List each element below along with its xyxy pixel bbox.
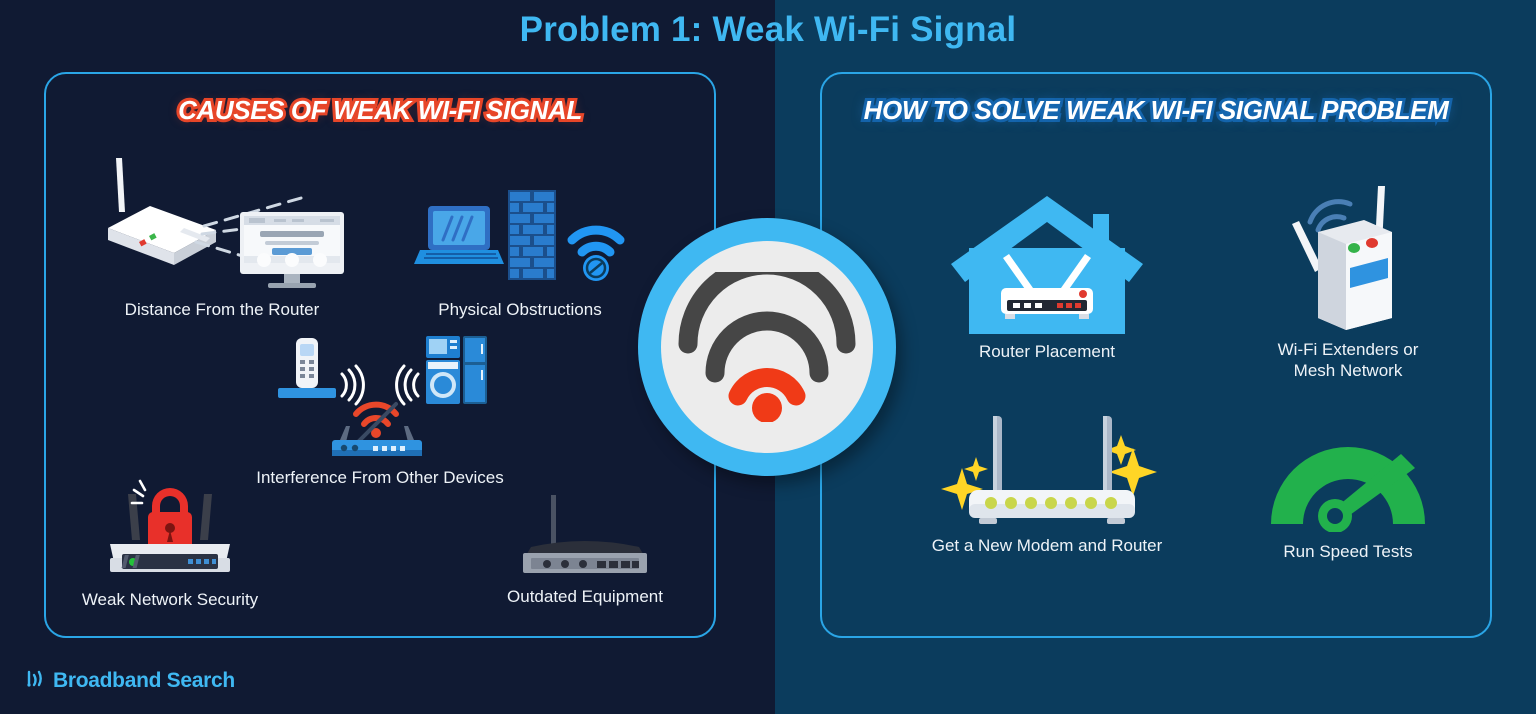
cause-label-weak-network-security: Weak Network Security	[81, 590, 259, 609]
broadband-search-logo[interactable]: Broadband Search	[26, 668, 235, 693]
broadband-search-logo-text: Broadband Search	[53, 668, 235, 692]
cause-item-weak-network-security: Weak Network Security	[70, 466, 270, 610]
wifi-extender-icon	[1248, 180, 1448, 337]
laptop-brickwall-blocked-wifi-icon	[410, 188, 630, 293]
phone-router-appliances-icon	[240, 330, 520, 463]
cause-item-distance-from-router: Distance From the Router	[72, 150, 372, 320]
cause-label-physical-obstructions: Physical Obstructions	[438, 300, 602, 319]
solution-label-wifi-extenders: Wi-Fi Extenders or Mesh Network	[1277, 340, 1419, 381]
speedometer-gauge-icon	[1258, 424, 1438, 537]
solution-item-new-modem-router: Get a New Modem and Router	[920, 404, 1174, 556]
old-router-icon	[485, 495, 685, 580]
cause-item-physical-obstructions: Physical Obstructions	[410, 188, 630, 320]
cause-item-outdated-equipment: Outdated Equipment	[485, 495, 685, 607]
solution-label-run-speed-tests: Run Speed Tests	[1283, 542, 1413, 561]
broken-padlock-router-icon	[70, 466, 270, 581]
solution-item-run-speed-tests: Run Speed Tests	[1258, 424, 1438, 562]
weak-wifi-signal-badge	[638, 218, 896, 476]
cause-label-interference: Interference From Other Devices	[256, 468, 504, 487]
cause-item-interference: Interference From Other Devices	[240, 330, 520, 488]
cause-label-outdated-equipment: Outdated Equipment	[507, 587, 663, 606]
solutions-heading: HOW TO SOLVE WEAK WI-FI SIGNAL PROBLEM	[861, 92, 1452, 128]
house-with-router-icon	[946, 192, 1148, 339]
broadband-search-wifi-logo-icon	[26, 668, 48, 693]
solution-item-wifi-extenders: Wi-Fi Extenders or Mesh Network	[1248, 180, 1448, 382]
new-router-sparkles-icon	[920, 404, 1174, 531]
solution-label-router-placement: Router Placement	[978, 342, 1116, 361]
cause-label-distance-from-router: Distance From the Router	[124, 300, 320, 319]
solution-item-router-placement: Router Placement	[946, 192, 1148, 362]
router-to-monitor-icon	[72, 150, 372, 295]
page-title: Problem 1: Weak Wi-Fi Signal	[519, 10, 1017, 49]
solution-label-new-modem-router: Get a New Modem and Router	[931, 536, 1163, 555]
weak-wifi-signal-icon	[661, 241, 873, 453]
causes-heading: CAUSES OF WEAK WI-FI SIGNAL	[175, 92, 585, 128]
background-right-half	[775, 0, 1536, 714]
